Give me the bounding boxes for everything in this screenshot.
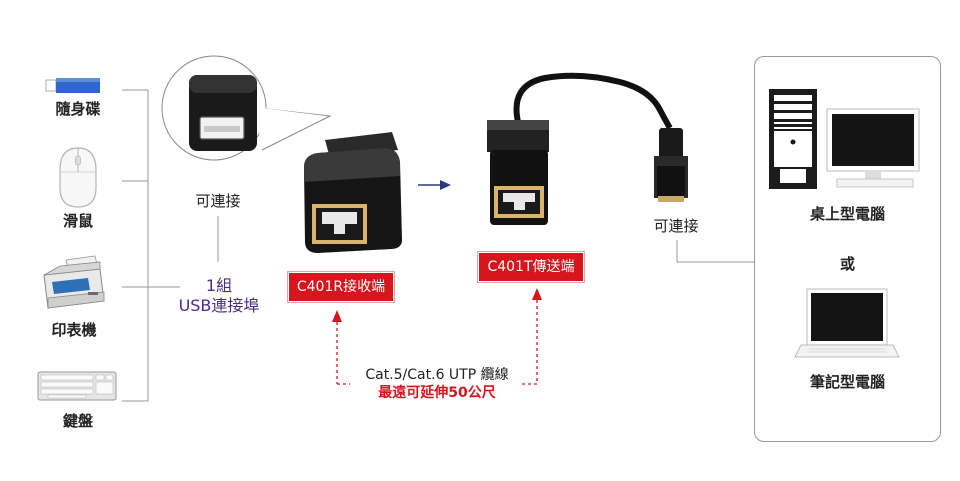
desktop-tower-icon: [769, 89, 817, 189]
pc-connection-line: [676, 240, 754, 263]
or-label: 或: [839, 255, 855, 273]
mouse-icon: [59, 147, 97, 208]
usb-port-count-line1: 1組: [205, 276, 233, 295]
cable-type-note: Cat.5/Cat.6 UTP 纜線: [365, 367, 509, 383]
receiver-device-image: [304, 132, 402, 253]
device-bracket-lines: [122, 89, 219, 402]
usb-port-closeup-bubble: [161, 55, 332, 161]
computer-illustrations: [769, 89, 920, 358]
cable-length-arrows: [336, 300, 538, 385]
laptop-computer-label: 筆記型電腦: [809, 373, 885, 391]
arrow-head-left: [332, 310, 342, 322]
usb-port-count-label: 1組 USB連接埠: [160, 276, 278, 316]
desktop-monitor-icon: [826, 108, 920, 188]
receiver-name-badge: C401R接收端: [288, 272, 394, 302]
device-label-keyboard: 鍵盤: [62, 412, 93, 430]
laptop-icon: [794, 288, 900, 358]
transmitter-name-badge: C401T傳送端: [478, 252, 584, 282]
transmitter-connect-label: 可連接: [653, 217, 699, 235]
usb-flash-drive-icon: [45, 78, 100, 93]
cable-distance-note: 最遠可延伸50公尺: [378, 385, 496, 401]
direction-arrow: [418, 180, 451, 190]
device-label-usb-drive: 隨身碟: [55, 100, 101, 118]
computer-panel: 桌上型電腦 或 筆記型電腦: [754, 56, 941, 442]
transmitter-device-image: [487, 72, 688, 225]
device-label-mouse: 滑鼠: [62, 212, 93, 230]
device-label-printer: 印表機: [51, 321, 97, 339]
desktop-computer-label: 桌上型電腦: [809, 205, 885, 223]
arrow-head-right: [532, 288, 542, 300]
keyboard-icon: [37, 371, 117, 401]
receiver-connect-label: 可連接: [195, 192, 241, 210]
printer-icon: [43, 255, 105, 309]
usb-port-count-line2: USB連接埠: [178, 296, 260, 315]
